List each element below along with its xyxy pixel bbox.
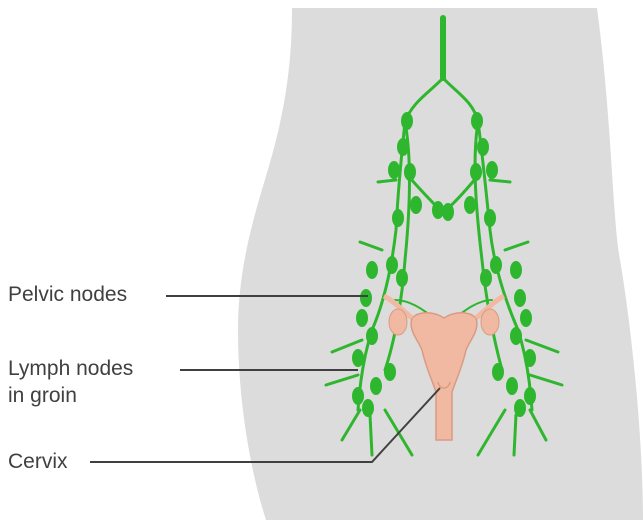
lymph-node (477, 138, 489, 156)
lymph-node (442, 203, 454, 221)
lymph-node (370, 377, 382, 395)
lymph-node (386, 256, 398, 274)
lymph-nodes-label: Lymph nodes (8, 355, 133, 382)
lymph-node (470, 163, 482, 181)
lymph-node (356, 309, 368, 327)
pelvic-nodes-label: Pelvic nodes (8, 281, 127, 308)
lymph-node (410, 196, 422, 214)
lymph-node (506, 377, 518, 395)
body-silhouette (238, 8, 643, 520)
lymph-node (484, 209, 496, 227)
lymph-node (514, 399, 526, 417)
lymph-node (388, 161, 400, 179)
lymph-node (464, 196, 476, 214)
left-ovary (389, 309, 407, 335)
lymph-node (366, 327, 378, 345)
lymph-node (392, 209, 404, 227)
left-branch-1 (378, 180, 396, 182)
lymph-node (404, 163, 416, 181)
lymph-node (352, 349, 364, 367)
lymph-node (362, 399, 374, 417)
right-branch-1 (490, 180, 510, 182)
lymph-node (366, 261, 378, 279)
left-branch-6 (370, 415, 372, 455)
lymph-node (360, 289, 372, 307)
lymph-node (524, 387, 536, 405)
lymph-node (510, 261, 522, 279)
lymph-node (524, 349, 536, 367)
lymph-node (401, 112, 413, 130)
lymph-node (486, 161, 498, 179)
right-ovary (481, 309, 499, 335)
lymph-node (352, 387, 364, 405)
in-groin-label: in groin (8, 382, 77, 409)
lymph-node (396, 269, 408, 287)
lymph-node (490, 256, 502, 274)
lymph-node (397, 138, 409, 156)
right-branch-6 (514, 415, 516, 455)
lymph-node (514, 289, 526, 307)
cervix-label: Cervix (8, 448, 68, 475)
lymph-node (384, 363, 396, 381)
lymph-node (520, 309, 532, 327)
lymph-node (510, 327, 522, 345)
lymph-node (471, 112, 483, 130)
lymph-node (480, 269, 492, 287)
lymph-node (492, 363, 504, 381)
